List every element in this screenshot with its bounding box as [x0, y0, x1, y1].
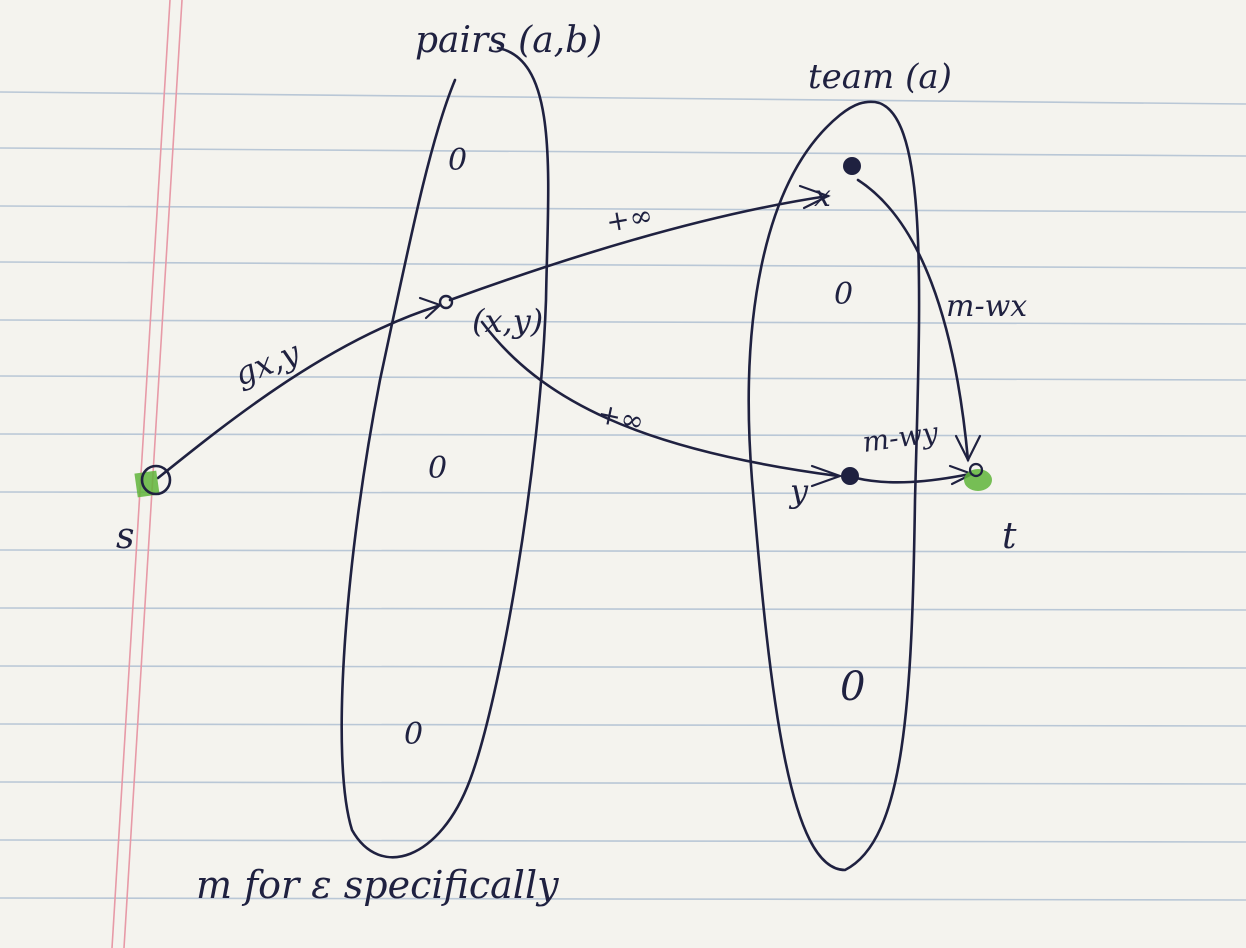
pairs-set-label: pairs (a,b) [415, 20, 602, 61]
arrowhead-x [798, 184, 831, 210]
sink-label: t [1002, 516, 1017, 557]
edge-label-m-wx: m-wx [946, 289, 1027, 324]
arrowhead-t-from-x [954, 434, 982, 463]
edge-pair-to-y [480, 320, 840, 478]
bottom-note: m for ε specifically [196, 863, 559, 907]
team-y-node [841, 467, 859, 485]
edge-label-inf-y: +∞ [595, 397, 648, 439]
pair-node [438, 294, 454, 310]
arrowhead-y [810, 464, 844, 488]
edge-y-to-t [854, 472, 972, 484]
edge-label-m-wy: m-wy [860, 416, 941, 459]
team-x-label: x [814, 179, 831, 214]
edge-label-inf-x: +∞ [603, 198, 655, 239]
edge-x-to-t [856, 178, 970, 462]
sink-node [964, 462, 992, 491]
team-set-label: team (a) [808, 57, 952, 97]
ruled-lines [0, 91, 1246, 901]
source-node [134, 464, 172, 498]
edge-pair-to-x [448, 194, 830, 302]
pairs-set-outline [340, 46, 550, 859]
team-set-outline [747, 100, 921, 872]
team-x-node [843, 157, 861, 175]
right-set-value-2: 0 [840, 664, 865, 710]
edge-label-gxy: gx,y [229, 333, 306, 394]
left-set-value-2: 0 [428, 451, 447, 486]
team-y-label: y [788, 472, 809, 510]
left-set-value-3: 0 [404, 717, 423, 752]
edge-s-to-pair [156, 304, 440, 480]
source-label: s [116, 516, 134, 557]
pair-node-label: (x,y) [472, 302, 543, 340]
left-set-value-1: 0 [448, 143, 467, 178]
right-set-value-1: 0 [834, 277, 853, 312]
